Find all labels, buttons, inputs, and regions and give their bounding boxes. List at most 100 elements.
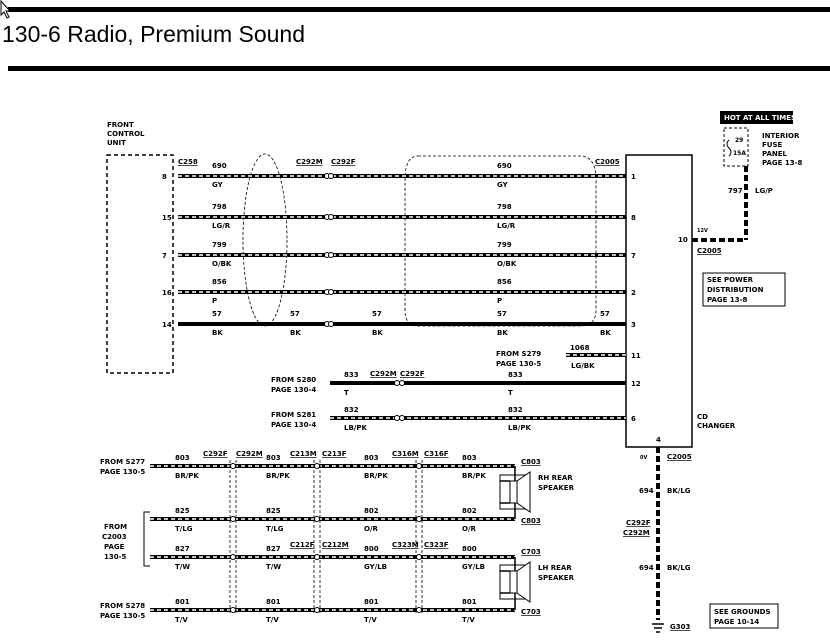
connector-pin bbox=[399, 380, 405, 386]
wire-circuit: 802 bbox=[462, 507, 477, 515]
wire-circuit: 803 bbox=[364, 454, 379, 462]
wire-circuit: 801 bbox=[175, 598, 190, 606]
connector-c258: C258 bbox=[178, 158, 198, 166]
title-underline bbox=[8, 66, 830, 71]
connector-c703-top: C703 bbox=[521, 548, 541, 556]
wire-pin-right: 6 bbox=[631, 415, 636, 423]
wire-color: O/R bbox=[462, 525, 477, 533]
connector-pin bbox=[328, 173, 334, 179]
connector-c316f: C316F bbox=[424, 450, 449, 458]
connector-pin bbox=[416, 607, 422, 613]
from-page: PAGE 130-4 bbox=[271, 421, 316, 429]
wire-pin-right: 8 bbox=[631, 214, 636, 222]
wire-circuit: 832 bbox=[508, 406, 523, 414]
wire-circuit: 803 bbox=[462, 454, 477, 462]
connector-pin bbox=[416, 516, 422, 522]
wire-color: O/BK bbox=[497, 260, 517, 268]
from-label: FROM S278 bbox=[100, 602, 145, 610]
connector-c292m-spk: C292M bbox=[236, 450, 263, 458]
wire-pin-left: 8 bbox=[162, 173, 167, 181]
wire-color: O/R bbox=[364, 525, 379, 533]
from-label: FROM S281 bbox=[271, 411, 316, 419]
wire-circuit: 825 bbox=[175, 507, 190, 515]
wire-color: T/W bbox=[175, 563, 190, 571]
wire-pin-right: 7 bbox=[631, 252, 636, 260]
wire-color: T/V bbox=[175, 616, 188, 624]
connector-c292f-ground: C292F bbox=[626, 519, 651, 527]
connector-c292f-top: C292F bbox=[331, 158, 356, 166]
connector-c213m: C213M bbox=[290, 450, 317, 458]
connector-pin bbox=[328, 252, 334, 258]
wire-circuit: 801 bbox=[462, 598, 477, 606]
power-wire-circuit: 797 bbox=[728, 187, 743, 195]
cd-changer-label-2: CHANGER bbox=[697, 422, 736, 430]
connector-c323f: C323F bbox=[424, 541, 449, 549]
from-page: PAGE 130-5 bbox=[100, 612, 145, 620]
wire-circuit: 856 bbox=[212, 278, 227, 286]
fuse-icon bbox=[726, 139, 732, 157]
wire-circuit: 833 bbox=[508, 371, 523, 379]
connector-pin bbox=[416, 554, 422, 560]
wire-circuit: 856 bbox=[497, 278, 512, 286]
connector-c292m-ground: C292M bbox=[623, 529, 650, 537]
rh-speaker-icon bbox=[499, 471, 531, 513]
wire-color: P bbox=[497, 297, 502, 305]
connector-c213f: C213F bbox=[322, 450, 347, 458]
connector-pin bbox=[399, 415, 405, 421]
wire-circuit: 690 bbox=[212, 162, 227, 170]
wire-pin-left: 14 bbox=[162, 321, 172, 329]
connector-pin bbox=[230, 607, 236, 613]
wire-color: BK bbox=[497, 329, 508, 337]
wire-circuit: 57 bbox=[497, 310, 507, 318]
ground-wire-color-2: BK/LG bbox=[667, 564, 691, 572]
fuse-panel-label-3: PANEL bbox=[762, 150, 788, 158]
wire-pin-right: 11 bbox=[631, 352, 641, 360]
wire-color: T/V bbox=[266, 616, 279, 624]
wire-circuit: 802 bbox=[364, 507, 379, 515]
connector-c2005-power: C2005 bbox=[697, 247, 722, 255]
mouse-cursor-icon bbox=[0, 0, 12, 19]
fuse-panel-label-1: INTERIOR bbox=[762, 132, 800, 140]
lh-speaker-icon bbox=[499, 561, 531, 603]
from-c2003-l4: 130-5 bbox=[104, 553, 127, 561]
connector-pin bbox=[328, 321, 334, 327]
power-note-line2: DISTRIBUTION bbox=[707, 286, 764, 294]
connector-pin bbox=[394, 380, 400, 386]
wire-pin-right: 3 bbox=[631, 321, 636, 329]
wire-circuit: 800 bbox=[462, 545, 477, 553]
connector-pin bbox=[230, 516, 236, 522]
power-wire-color: LG/P bbox=[755, 187, 773, 195]
top-rule bbox=[8, 7, 830, 12]
page-title: 130-6 Radio, Premium Sound bbox=[2, 21, 305, 47]
harness-dash-columns bbox=[229, 460, 423, 614]
wire-pin-right: 12 bbox=[631, 380, 641, 388]
wire-color: T/LG bbox=[266, 525, 284, 533]
fuse-panel-label-2: FUSE bbox=[762, 141, 783, 149]
rh-speaker-label-2: SPEAKER bbox=[538, 484, 575, 492]
wire-circuit: 803 bbox=[266, 454, 281, 462]
wire-circuit: 798 bbox=[212, 203, 227, 211]
wire-color: GY/LB bbox=[364, 563, 387, 571]
wire-circuit: 57 bbox=[372, 310, 382, 318]
hot-at-all-times-label: HOT AT ALL TIMES bbox=[724, 114, 796, 122]
from-c2003-l1: FROM bbox=[104, 523, 127, 531]
connector-pin bbox=[328, 214, 334, 220]
ground-wire-circuit-2: 694 bbox=[639, 564, 654, 572]
wire-circuit: 803 bbox=[175, 454, 190, 462]
connector-c803-bottom: C803 bbox=[521, 517, 541, 525]
lh-speaker-label-1: LH REAR bbox=[538, 564, 572, 572]
wire-color: BK bbox=[372, 329, 383, 337]
wire-circuit: 825 bbox=[266, 507, 281, 515]
wire-circuit: 1068 bbox=[570, 344, 590, 352]
wire-color: BK bbox=[212, 329, 223, 337]
from-label: FROM S280 bbox=[271, 376, 316, 384]
wire-circuit: 801 bbox=[364, 598, 379, 606]
wire-color: BR/PK bbox=[175, 472, 199, 480]
connector-c2005-ground: C2005 bbox=[667, 453, 692, 461]
wire-color: GY bbox=[212, 181, 224, 189]
wire-circuit: 800 bbox=[364, 545, 379, 553]
grounds-note-page: PAGE 10-14 bbox=[714, 618, 759, 626]
wire-circuit: 827 bbox=[266, 545, 281, 553]
wire-circuit: 827 bbox=[175, 545, 190, 553]
ground-label: G303 bbox=[670, 623, 690, 631]
